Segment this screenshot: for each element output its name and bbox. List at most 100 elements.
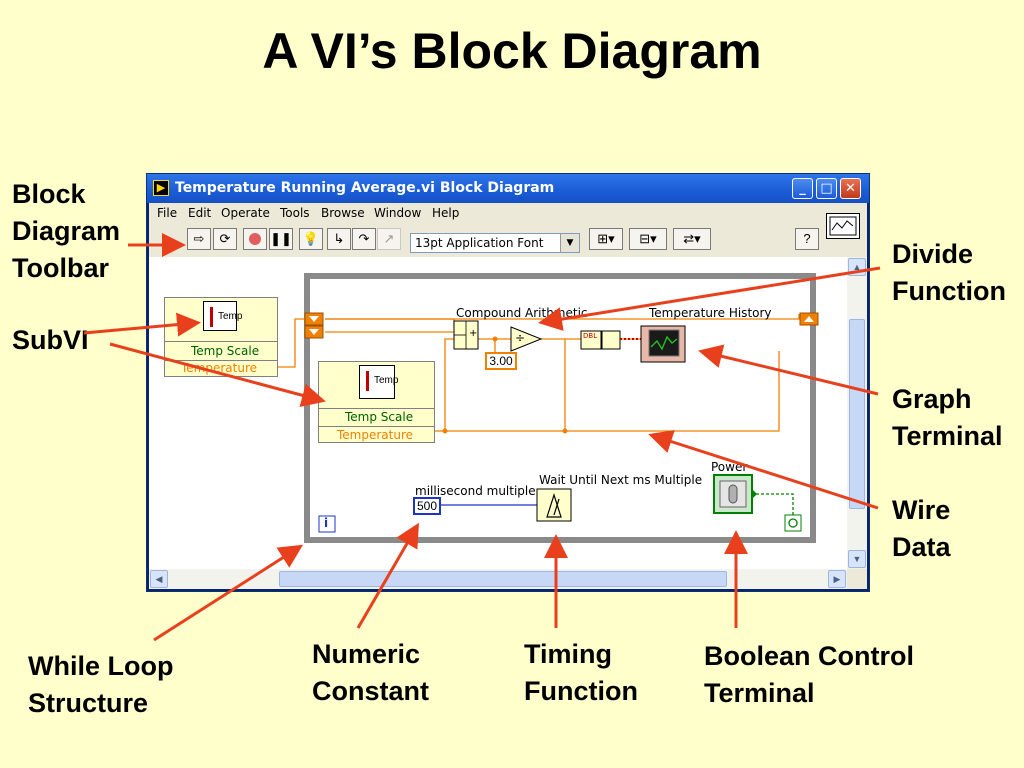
title-bar[interactable]: ▶ Temperature Running Average.vi Block D… [147,174,869,203]
maximize-button[interactable]: □ [816,178,837,199]
close-button[interactable]: ✕ [840,178,861,199]
callout-divide-function: Divide Function [892,236,1006,310]
graph-terminal-label: Temperature History [649,306,772,320]
menu-bar: File Edit Operate Tools Browse Window He… [149,203,867,223]
bundle-node [601,330,621,350]
callout-boolean-control-terminal: Boolean Control Terminal [704,638,914,712]
run-continuously-icon[interactable]: ⟳ [213,228,237,250]
iteration-terminal [318,515,336,533]
callout-line: Wire [892,495,951,525]
align-icon[interactable]: ⊞▾ [589,228,623,250]
run-arrow-icon[interactable]: ⇨ [187,228,211,250]
scroll-right-icon[interactable]: ▶ [828,570,846,588]
subvi-row: Temp Scale [191,344,260,358]
dbl-conversion-node [580,330,602,350]
wire [434,338,454,432]
callout-line: Toolbar [12,253,109,283]
horizontal-scrollbar[interactable]: ◀ ▶ [149,569,847,589]
resize-grip[interactable] [847,569,867,589]
callout-numeric-constant: Numeric Constant [312,636,429,710]
callout-line: Function [892,276,1006,306]
graph-icon [829,216,857,236]
subvi-temperature-2[interactable]: Temp Temp Scale Temperature [318,361,435,443]
callout-timing-function: Timing Function [524,636,638,710]
vertical-scroll-thumb[interactable] [849,319,865,509]
thermometer-icon [366,371,369,391]
step-into-icon[interactable]: ↳ [327,228,351,250]
minimize-button[interactable]: _ [792,178,813,199]
chevron-down-icon: ▼ [560,234,579,252]
divide-symbol: ÷ [515,331,526,345]
callout-line: Diagram [12,216,121,246]
step-out-icon[interactable]: ↗ [377,228,401,250]
boolean-wire [751,493,794,515]
compound-arithmetic-label: Compound Arithmetic [456,306,588,320]
subvi-row: Temperature [181,361,258,375]
subvi-temperature-1[interactable]: Temp Temp Scale Temperature [164,297,278,377]
distribute-icon[interactable]: ⊟▾ [629,228,667,250]
menu-window[interactable]: Window [374,206,422,220]
highlight-execution-icon[interactable]: 💡 [299,228,323,250]
wire-junction [562,428,568,434]
scroll-up-icon[interactable]: ▲ [848,258,866,276]
callout-block-diagram-toolbar: Block Diagram Toolbar [12,176,120,287]
horizontal-scroll-thumb[interactable] [279,571,727,587]
callout-line: SubVI [12,325,89,355]
menu-help[interactable]: Help [432,206,460,220]
callout-line: Constant [312,676,429,706]
vi-icon-pane[interactable] [826,213,860,239]
callout-subvi: SubVI [12,322,89,359]
block-diagram-window[interactable]: ▶ Temperature Running Average.vi Block D… [146,173,870,592]
callout-while-loop-structure: While Loop Structure [28,648,173,722]
callout-line: Structure [28,688,149,718]
wire-junction [492,336,498,342]
callout-line: Terminal [892,421,1003,451]
callout-line: Numeric [312,639,421,669]
dbl-label: DBL [583,332,598,340]
font-selector[interactable]: 13pt Application Font ▼ [410,233,580,253]
scroll-down-icon[interactable]: ▼ [848,550,866,568]
pause-icon[interactable]: ❚❚ [269,228,293,250]
menu-file[interactable]: File [157,206,178,220]
help-icon[interactable]: ? [795,228,819,250]
callout-line: While Loop [28,651,174,681]
subvi-row: Temperature [337,428,414,442]
subvi-row: Temp Scale [345,410,414,424]
subvi-icon: Temp [359,365,398,399]
labview-run-icon: ▶ [153,180,169,196]
menu-operate[interactable]: Operate [221,206,270,220]
callout-wire-data: Wire Data [892,492,951,566]
menu-browse[interactable]: Browse [321,206,365,220]
step-over-icon[interactable]: ↷ [352,228,376,250]
vertical-scrollbar[interactable]: ▲ ▼ [847,257,867,569]
callout-line: Terminal [704,678,815,708]
menu-edit[interactable]: Edit [188,206,212,220]
block-diagram-canvas[interactable]: Temp Temp Scale Temperature Temp Temp Sc… [149,257,847,569]
millisecond-label: millisecond multiple [415,484,536,498]
wire [277,318,305,368]
menu-tools[interactable]: Tools [280,206,310,220]
divide-function-node [510,326,543,352]
subvi-icon: Temp [203,301,242,331]
callout-line: Graph [892,384,972,414]
power-label: Power [711,460,748,474]
scroll-left-icon[interactable]: ◀ [150,570,168,588]
callout-line: Function [524,676,638,706]
shift-register-left [304,312,324,339]
font-selector-value: 13pt Application Font [415,236,544,250]
abort-icon[interactable] [243,228,267,250]
shift-register-right [799,312,819,326]
callout-line: Timing [524,639,613,669]
wire-junction [442,428,448,434]
compound-op: + [469,328,478,339]
thermometer-icon [210,307,213,327]
millisecond-control[interactable]: 500 [413,497,441,515]
window-title: Temperature Running Average.vi Block Dia… [175,180,555,196]
callout-line: Divide [892,239,974,269]
numeric-constant[interactable]: 3.00 [485,352,517,370]
block-diagram-toolbar: ⇨ ⟳ ❚❚ 💡 ↳ ↷ ↗ 13pt Application Font ▼ ⊞… [149,223,867,257]
callout-line: Block [12,179,86,209]
wait-function-label: Wait Until Next ms Multiple [539,473,703,487]
reorder-icon[interactable]: ⇄▾ [673,228,711,250]
callout-line: Boolean Control [704,641,914,671]
